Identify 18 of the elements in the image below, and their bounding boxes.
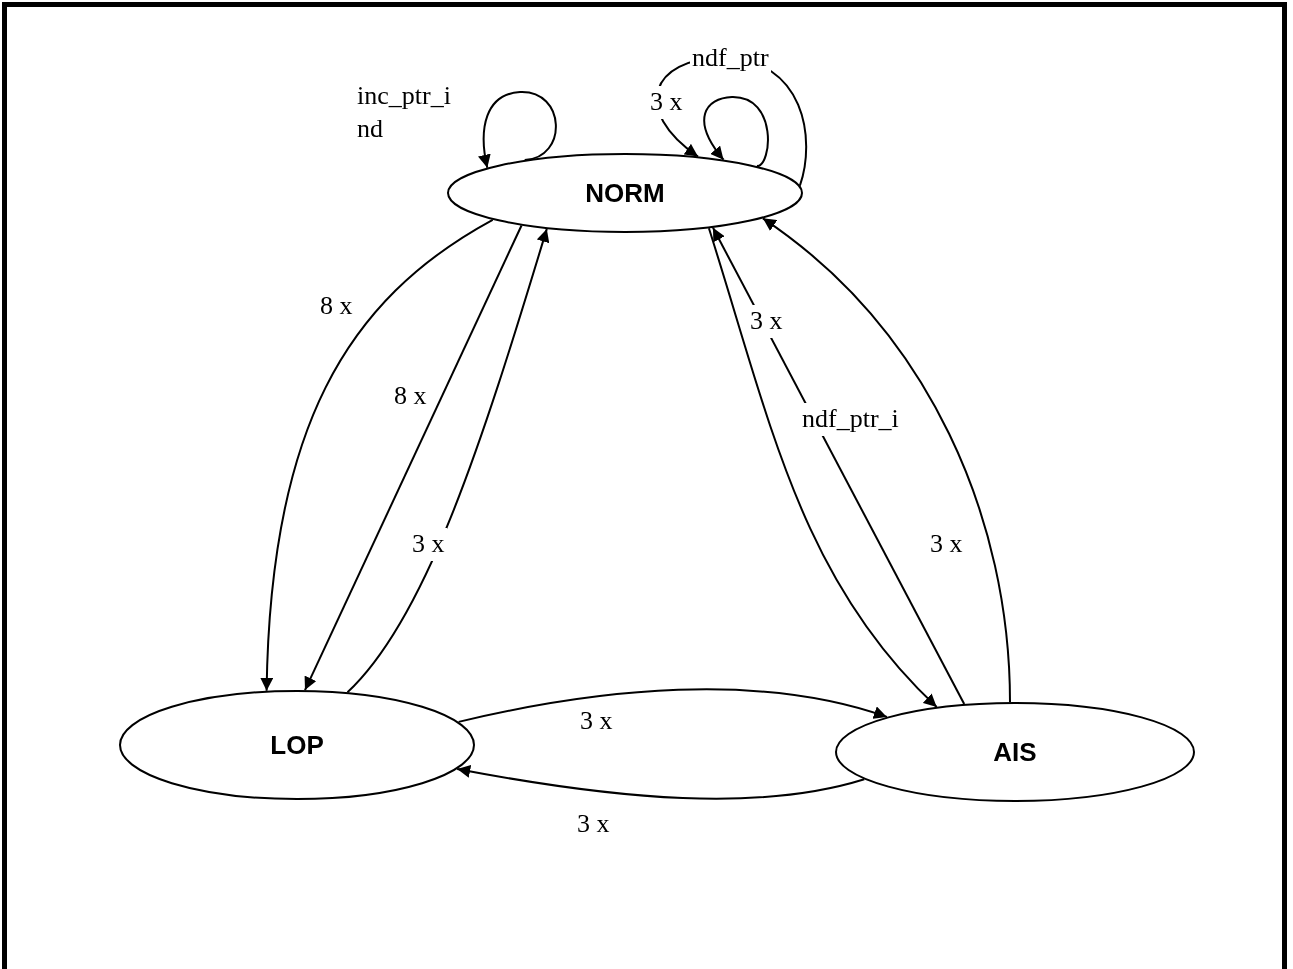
arrow <box>457 688 888 723</box>
edge-label: 3 x <box>410 528 447 561</box>
arrow <box>761 217 1011 703</box>
arrow <box>703 96 769 168</box>
arrow <box>478 91 557 169</box>
state-ellipse <box>835 702 1195 802</box>
edge-label: 3 x <box>748 305 785 338</box>
state-name: AIS <box>993 736 1037 768</box>
state-ellipse <box>119 690 475 800</box>
state-ellipse <box>447 153 803 233</box>
arrow <box>260 218 494 692</box>
arrow <box>456 764 866 800</box>
edge-label: ndf_ptr_i <box>800 403 901 436</box>
arrow <box>346 227 550 694</box>
edge-label: 3 x <box>648 86 685 119</box>
arrow <box>304 224 523 692</box>
state-name: NORM <box>585 177 665 209</box>
state-name: LOP <box>270 729 324 761</box>
